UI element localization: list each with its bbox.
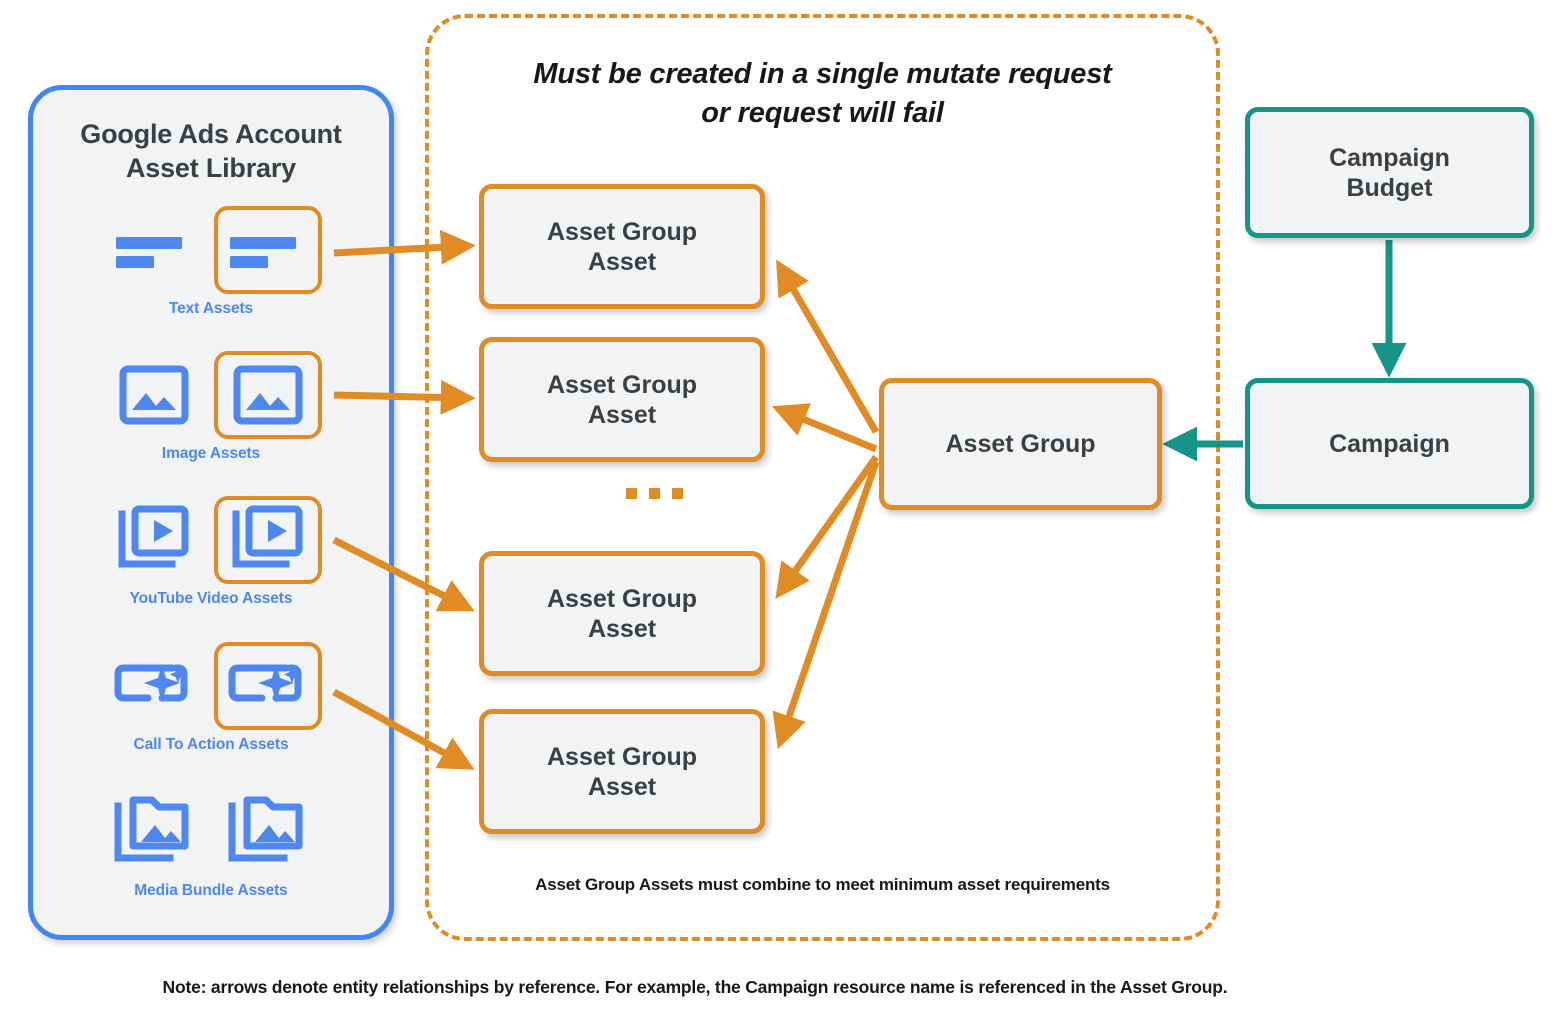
library-label-media-bundle-assets: Media Bundle Assets <box>134 882 288 899</box>
aga-3-line-2: Asset <box>587 614 657 643</box>
mutate-title-line-1: Must be created in a single mutate reque… <box>533 58 1112 90</box>
aga-2-line-2: Asset <box>587 400 657 429</box>
library-row-youtube-video-assets[interactable]: YouTube Video Assets <box>33 492 389 612</box>
mutate-footnote: Asset Group Assets must combine to meet … <box>535 875 1110 894</box>
video-stack-icon-selected[interactable] <box>214 496 322 584</box>
aga-4-line-1: Asset Group <box>546 742 698 771</box>
ellipsis-dot-1 <box>626 488 637 499</box>
asset-library-panel: Google Ads Account Asset Library <box>28 85 394 940</box>
ellipsis-dot-2 <box>649 488 660 499</box>
mutate-request-container <box>425 14 1220 941</box>
media-bundle-folder-icon <box>100 788 208 876</box>
library-row-text-assets[interactable]: Text Assets <box>33 202 389 322</box>
aga-4-line-2: Asset <box>587 772 657 801</box>
library-label-image-assets: Image Assets <box>161 445 261 462</box>
call-to-action-icon <box>100 642 208 730</box>
library-title-line-1: Google Ads Account <box>80 119 342 149</box>
image-icon-selected[interactable] <box>214 351 322 439</box>
ellipsis-indicator <box>626 488 683 499</box>
asset-group-asset-node-2[interactable]: Asset Group Asset <box>479 337 765 462</box>
aga-1-line-1: Asset Group <box>546 217 698 246</box>
mutate-request-title: Must be created in a single mutate reque… <box>425 55 1220 133</box>
library-row-call-to-action-assets[interactable]: Call To Action Assets <box>33 638 389 758</box>
aga-1-line-2: Asset <box>587 247 657 276</box>
campaign-node[interactable]: Campaign <box>1245 378 1534 509</box>
aga-3-line-1: Asset Group <box>546 584 698 613</box>
aga-2-line-1: Asset Group <box>546 370 698 399</box>
asset-library-title: Google Ads Account Asset Library <box>33 118 389 186</box>
asset-group-asset-node-3[interactable]: Asset Group Asset <box>479 551 765 676</box>
media-bundle-folder-icon-second <box>214 788 322 876</box>
mutate-title-line-2: or request will fail <box>701 97 944 130</box>
call-to-action-icon-selected[interactable] <box>214 642 322 730</box>
campaign-node-label: Campaign <box>1329 429 1450 458</box>
library-row-image-assets[interactable]: Image Assets <box>33 347 389 467</box>
image-icon <box>100 351 208 439</box>
text-lines-icon-selected[interactable] <box>214 206 322 294</box>
asset-group-node[interactable]: Asset Group <box>879 378 1162 510</box>
asset-group-asset-node-4[interactable]: Asset Group Asset <box>479 709 765 834</box>
ellipsis-dot-3 <box>672 488 683 499</box>
library-label-youtube-video-assets: YouTube Video Assets <box>129 590 293 607</box>
library-row-media-bundle-assets[interactable]: Media Bundle Assets <box>33 784 389 904</box>
library-label-call-to-action-assets: Call To Action Assets <box>133 736 289 753</box>
library-label-text-assets: Text Assets <box>168 300 254 317</box>
campaign-budget-node[interactable]: Campaign Budget <box>1245 107 1534 238</box>
campaign-budget-line-1: Campaign <box>1329 143 1450 172</box>
video-stack-icon <box>100 496 208 584</box>
asset-group-asset-node-1[interactable]: Asset Group Asset <box>479 184 765 309</box>
diagram-bottom-note: Note: arrows denote entity relationships… <box>162 977 1228 997</box>
library-title-line-2: Asset Library <box>126 152 296 183</box>
campaign-budget-line-2: Budget <box>1346 173 1433 202</box>
text-lines-icon <box>100 206 208 294</box>
asset-group-node-label: Asset Group <box>945 430 1096 458</box>
